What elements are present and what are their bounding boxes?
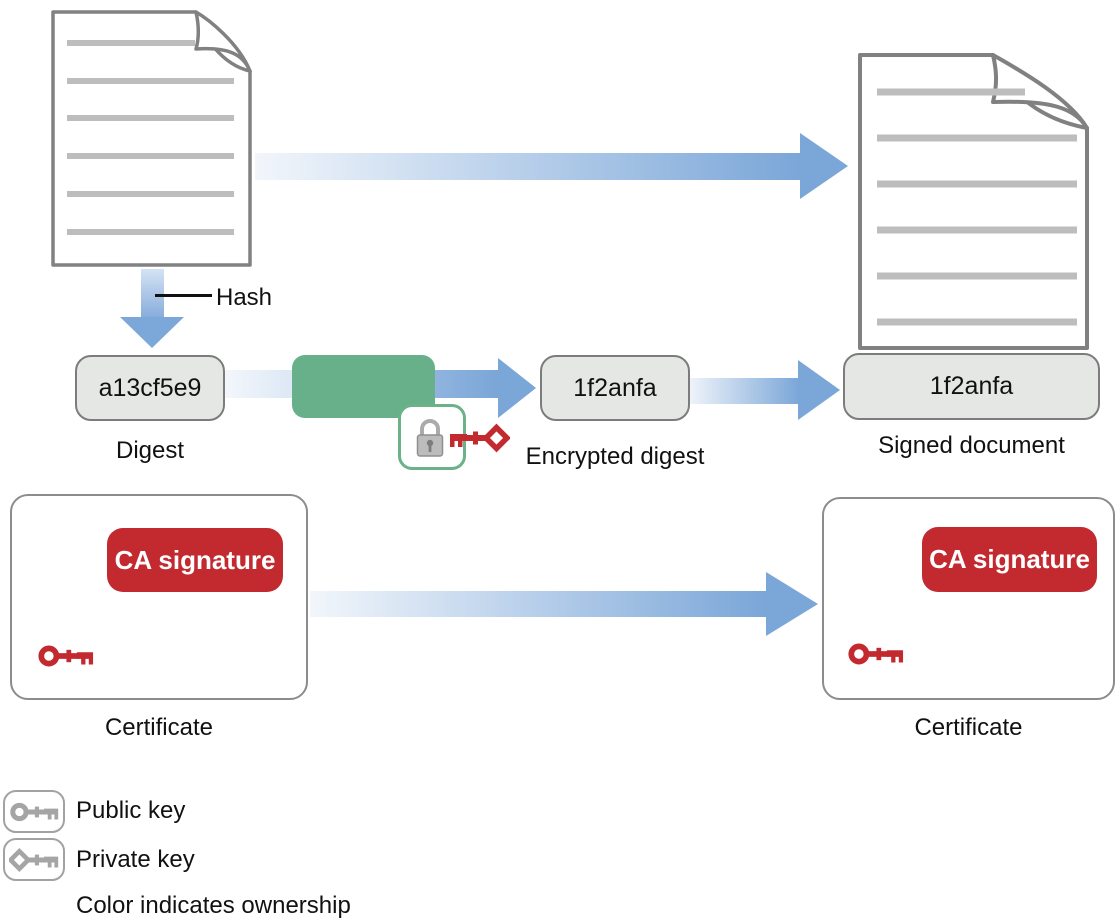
certificate-left: CA signature — [10, 494, 308, 700]
public-key-icon — [9, 799, 59, 825]
encrypted-digest-value: 1f2anfa — [573, 373, 657, 402]
hash-label: Hash — [216, 284, 273, 311]
signed-digest-strip: 1f2anfa — [843, 353, 1100, 420]
legend-public-key-label: Public key — [76, 797, 186, 824]
signed-document-caption: Signed document — [878, 432, 1065, 459]
hash-callout-line — [155, 294, 212, 297]
ca-signature-label: CA signature — [929, 544, 1090, 574]
ca-signature-badge: CA signature — [107, 528, 283, 592]
encrypted-digest-box: 1f2anfa — [540, 355, 690, 421]
private-key-icon — [448, 423, 510, 453]
hash-arrow-shaft — [141, 269, 164, 318]
certificate-arrow-shaft — [310, 591, 768, 617]
public-key-icon — [847, 639, 904, 669]
legend-ownership-note: Color indicates ownership — [76, 892, 351, 919]
legend-private-key-label: Private key — [76, 846, 195, 873]
signed-digest-value: 1f2anfa — [929, 372, 1014, 400]
private-key-icon — [9, 847, 59, 873]
legend-private-key-badge — [3, 838, 65, 881]
ca-signature-badge: CA signature — [922, 527, 1097, 592]
certificate-arrow-head — [766, 572, 818, 636]
ca-signature-label: CA signature — [114, 544, 276, 575]
document-text-lines — [67, 40, 234, 235]
digest-caption: Digest — [115, 437, 185, 464]
encrypt-to-encrypted-arrow-head — [498, 358, 536, 418]
public-key-icon — [37, 641, 94, 671]
encrypted-to-signed-arrow-head — [798, 360, 840, 420]
hash-arrow-head — [120, 317, 184, 348]
certificate-right: CA signature — [822, 497, 1115, 700]
signed-document-icon — [858, 53, 1089, 350]
certificate-right-caption: Certificate — [914, 714, 1023, 741]
encrypted-to-signed-arrow-shaft — [690, 378, 800, 404]
digest-box: a13cf5e9 — [75, 355, 225, 421]
legend-public-key-badge — [3, 790, 65, 833]
certificate-left-caption: Certificate — [104, 714, 214, 741]
digest-value: a13cf5e9 — [98, 373, 202, 402]
encrypted-digest-caption: Encrypted digest — [525, 443, 705, 470]
padlock-icon — [416, 419, 444, 457]
document-to-signed-arrow-head — [800, 133, 848, 199]
digest-to-encrypt-connector — [225, 370, 295, 398]
document-to-signed-arrow-shaft — [255, 153, 803, 180]
original-document-icon — [51, 10, 252, 267]
document-text-lines — [877, 88, 1077, 326]
